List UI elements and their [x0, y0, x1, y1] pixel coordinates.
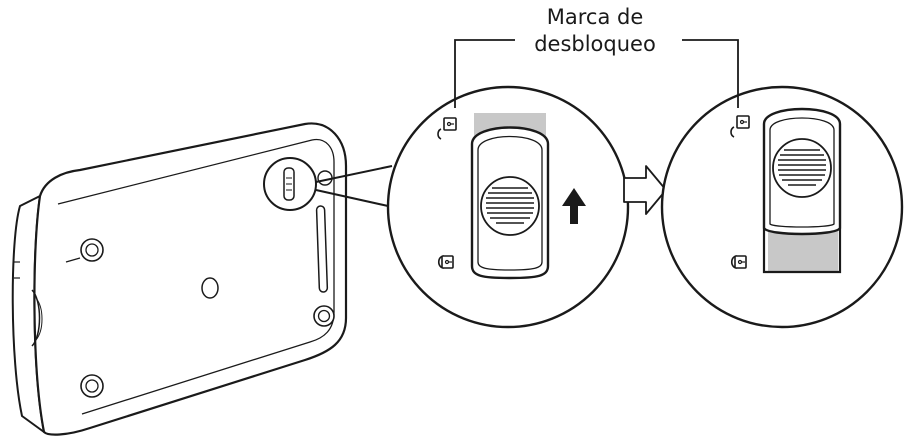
device-back-icon — [11, 122, 348, 436]
callout-leader-lines — [454, 39, 739, 108]
magnified-view-locked — [386, 85, 630, 329]
callout-label-line1: Marca de — [546, 5, 644, 29]
zoom-connector — [315, 165, 393, 207]
magnified-view-unlocked — [660, 85, 904, 329]
arrow-up-icon — [562, 188, 586, 224]
arrow-right-icon — [623, 165, 667, 215]
callout-label-line2: desbloqueo — [534, 32, 656, 56]
callout-label: Marca de desbloqueo — [500, 4, 690, 58]
